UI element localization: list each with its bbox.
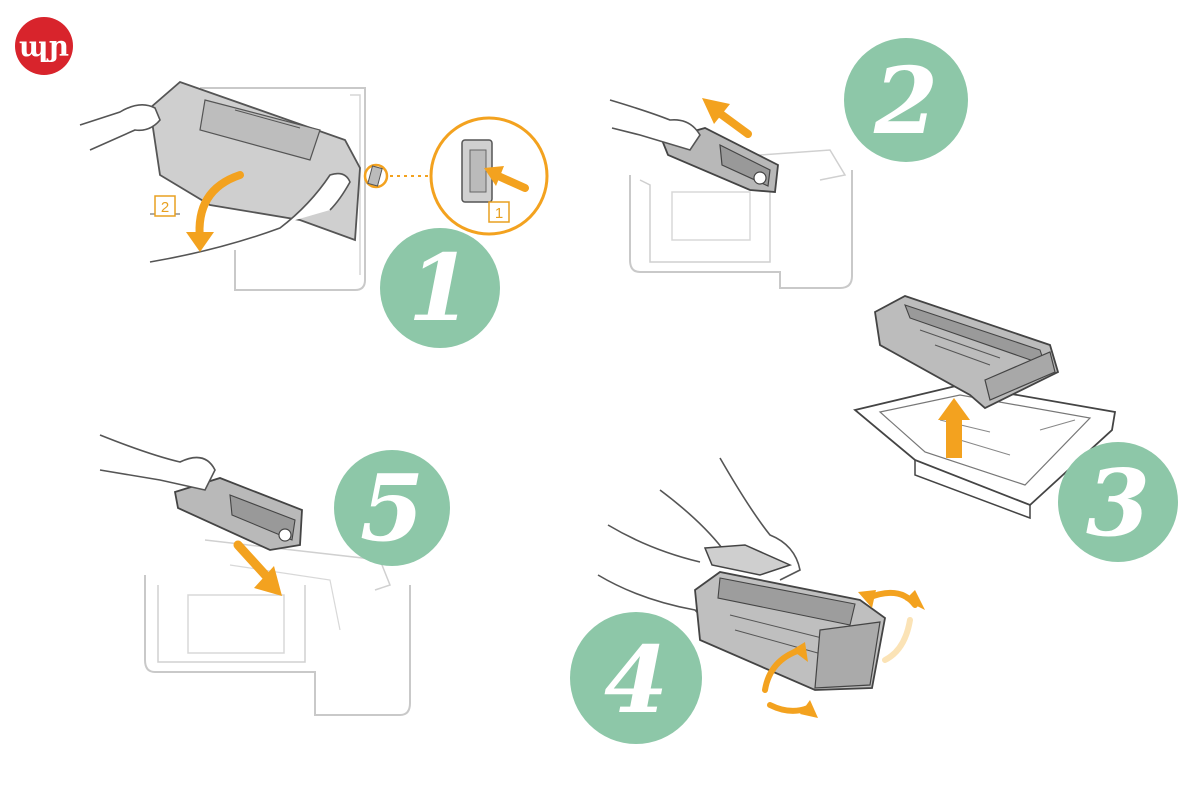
hand-icon <box>609 99 701 151</box>
step-number-3: 3 <box>1086 449 1150 557</box>
step-number-2: 2 <box>873 47 938 155</box>
step-3-badge: 3 <box>1058 442 1178 562</box>
toner-cartridge-icon <box>694 544 886 691</box>
step-number-4: 4 <box>604 626 668 734</box>
step-1-badge: 1 <box>380 228 500 348</box>
callout-number-1: 1 <box>495 205 503 222</box>
step-4-illustration <box>597 457 925 718</box>
arrow-icon <box>195 171 244 244</box>
step-2-illustration <box>609 98 853 289</box>
callout-box-1 <box>488 201 510 223</box>
hand-icon <box>607 524 701 563</box>
hand-icon <box>79 104 161 151</box>
logo-mark: ɰɲ <box>19 30 69 63</box>
step-1-illustration: 2 1 <box>79 80 549 291</box>
step-2-badge: 2 <box>844 38 968 162</box>
step-5-badge: 5 <box>334 450 450 566</box>
toner-cartridge-icon <box>874 295 1060 410</box>
step-5-illustration <box>99 434 411 716</box>
printer-icon <box>200 87 366 291</box>
logo: ɰɲ <box>15 17 73 75</box>
step-4-badge: 4 <box>570 612 702 744</box>
callout-number-2: 2 <box>161 199 169 216</box>
hand-icon <box>719 457 801 581</box>
callout-box-2 <box>154 195 176 217</box>
toner-cartridge-icon <box>173 477 303 551</box>
step-3-illustration <box>853 295 1117 520</box>
hand-icon <box>149 172 351 263</box>
arrow-icon <box>492 171 529 192</box>
arrow-icon <box>938 398 970 420</box>
step-number-1: 1 <box>408 234 472 342</box>
printer-icon <box>144 575 411 716</box>
step-number-5: 5 <box>360 454 424 562</box>
arrow-icon <box>714 108 752 138</box>
front-cover <box>149 80 361 242</box>
printer-icon <box>629 170 853 289</box>
arrow-icon <box>233 540 273 583</box>
hand-icon <box>99 434 216 491</box>
